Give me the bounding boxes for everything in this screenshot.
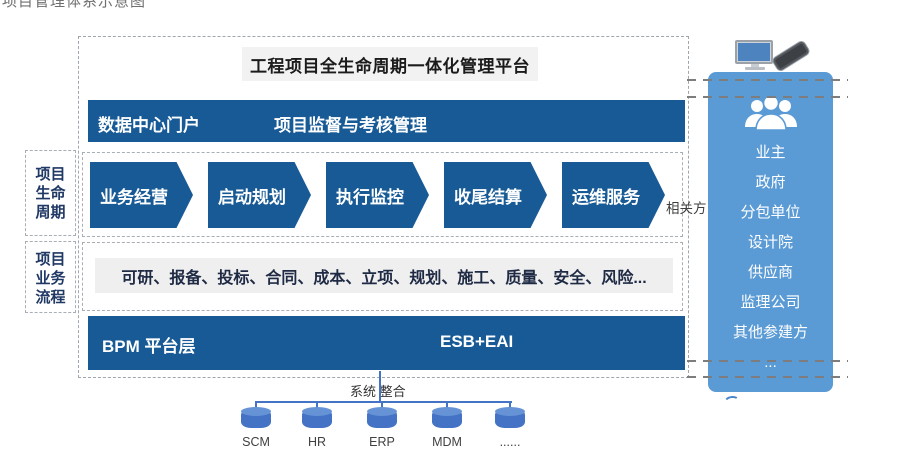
stage-arrow-business: 业务经营	[90, 162, 193, 228]
system-name-erp: ERP	[369, 435, 395, 449]
supervision-assessment-label: 项目监督与考核管理	[274, 116, 427, 135]
integration-main-line	[379, 371, 381, 402]
smartphone-icon	[770, 39, 812, 73]
system-name-more: ......	[499, 435, 521, 449]
integration-connector-line	[255, 401, 512, 403]
monitor-base	[745, 67, 765, 70]
stage-arrow-initiation: 启动规划	[208, 162, 311, 228]
stakeholders-label: 相关方	[666, 201, 707, 216]
system-name-mdm: MDM	[432, 435, 462, 449]
monitor-screen	[735, 40, 773, 64]
system-integration-label: 系统 整合	[350, 384, 406, 399]
bpm-platform-bar: BPM 平台层 ESB+EAI	[88, 316, 685, 370]
stage-arrow-closeout: 收尾结算	[444, 162, 547, 228]
drop-line-mdm	[446, 402, 448, 411]
database-cylinder-icon-more	[495, 407, 525, 428]
arc-fragment-shape	[723, 394, 741, 410]
drop-line-erp	[381, 402, 383, 411]
process-side-label: 项目 业务 流程	[25, 241, 76, 313]
drop-line-hr	[316, 402, 318, 411]
data-center-portal-label: 数据中心门户	[98, 116, 200, 135]
stakeholder-group-icon	[744, 94, 797, 131]
business-process-strip: 可研、报备、投标、合同、成本、立项、规划、施工、质量、安全、风险...	[95, 258, 673, 293]
database-cylinder-icon-hr	[302, 407, 332, 428]
stakeholder-ellipsis: ...	[764, 354, 777, 371]
system-name-hr: HR	[307, 435, 327, 449]
lifecycle-side-line1: 项目	[35, 166, 66, 183]
monitor-stand	[751, 64, 759, 67]
stage-arrow-execution: 执行监控	[326, 162, 429, 228]
platform-outer-frame	[78, 36, 689, 378]
process-frame	[82, 242, 683, 311]
portal-supervision-bar: 数据中心门户 项目监督与考核管理	[88, 100, 685, 142]
connector-dash-top-1	[687, 79, 848, 81]
desktop-computer-icon	[735, 40, 775, 70]
database-cylinder-icon-scm	[241, 407, 271, 428]
stakeholder-owner: 业主	[755, 144, 786, 161]
system-name-scm: SCM	[242, 435, 270, 449]
connector-dash-bottom-2	[687, 376, 848, 378]
stage-arrow-operations: 运维服务	[562, 162, 665, 228]
stakeholder-other-parties: 其他参建方	[732, 324, 808, 341]
lifecycle-side-line2: 生命	[35, 185, 66, 202]
esb-eai-label: ESB+EAI	[440, 332, 514, 351]
drop-line-scm	[255, 402, 257, 411]
connector-dash-top-2	[687, 96, 848, 98]
bpm-layer-label: BPM 平台层	[102, 337, 196, 356]
database-cylinder-icon-erp	[367, 407, 397, 428]
lifecycle-side-label: 项目 生命 周期	[25, 150, 76, 236]
platform-title: 工程项目全生命周期一体化管理平台	[242, 47, 538, 81]
drop-line-more	[509, 402, 511, 411]
stakeholder-subcontractor: 分包单位	[740, 204, 801, 221]
stakeholder-supervision-company: 监理公司	[740, 294, 801, 311]
database-cylinder-icon-mdm	[432, 407, 462, 428]
stakeholder-design-institute: 设计院	[747, 234, 793, 251]
lifecycle-frame	[82, 152, 683, 237]
stakeholder-government: 政府	[755, 174, 786, 191]
connector-dash-bottom-1	[687, 360, 848, 362]
process-side-line1: 项目	[35, 251, 66, 268]
process-side-line2: 业务	[35, 270, 66, 287]
corner-note-clipped: 项目管理体系示意图	[2, 0, 202, 9]
stakeholder-supplier: 供应商	[747, 264, 793, 281]
stakeholders-panel: 业主 政府 分包单位 设计院 供应商 监理公司 其他参建方 ...	[708, 72, 833, 392]
lifecycle-stage-arrows: 业务经营 启动规划 执行监控 收尾结算 运维服务	[90, 162, 666, 228]
process-side-line3: 流程	[35, 289, 66, 306]
corner-note-text: 项目管理体系示意图	[2, 0, 147, 9]
lifecycle-side-line3: 周期	[35, 204, 66, 221]
